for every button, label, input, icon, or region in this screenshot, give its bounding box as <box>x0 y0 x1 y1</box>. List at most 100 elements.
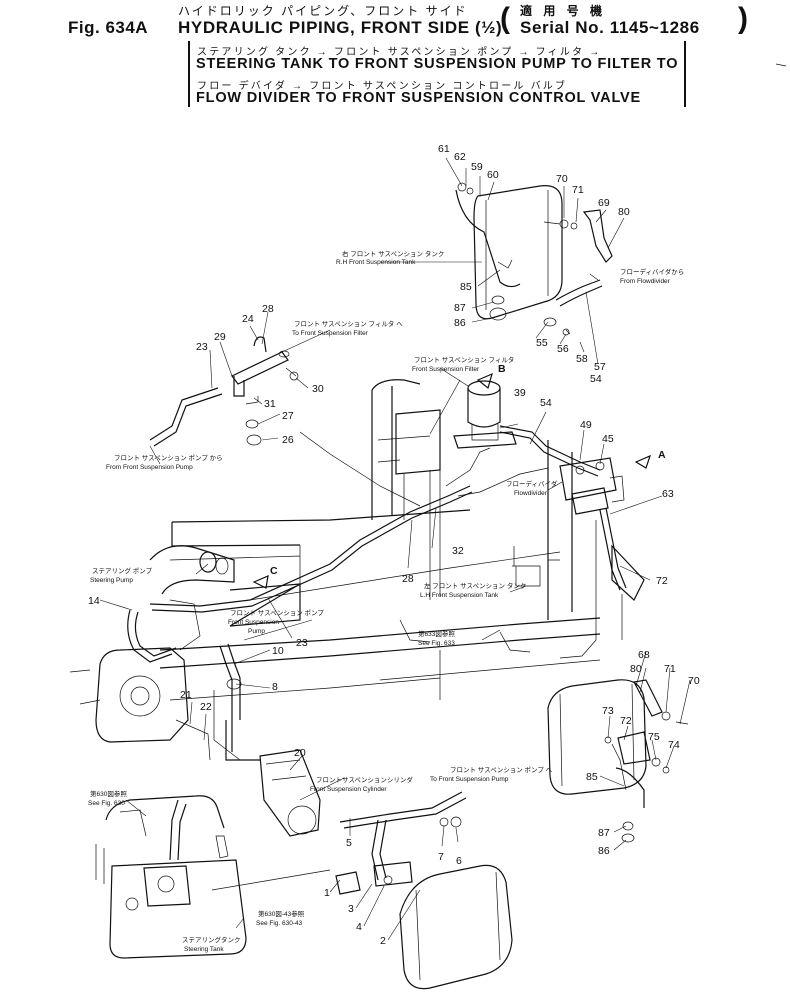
title-kana: ハイドロリック パイピング、フロント サイド <box>178 4 468 18</box>
callout-54-b: 54 <box>540 397 552 409</box>
callout-74: 74 <box>668 739 680 751</box>
callout-6: 6 <box>456 855 462 867</box>
note-fig630-en: See Fig. 630 <box>88 800 125 807</box>
callout-72-b: 72 <box>620 715 632 727</box>
view-label-c: C <box>270 565 278 577</box>
callout-26: 26 <box>282 434 294 446</box>
callout-30: 30 <box>312 383 324 395</box>
callout-72: 72 <box>656 575 668 587</box>
steering-pump <box>127 545 235 663</box>
callout-56: 56 <box>557 343 569 355</box>
callout-87-b: 87 <box>598 827 610 839</box>
note-fig630-43-en: See Fig. 630-43 <box>256 920 303 927</box>
callout-45: 45 <box>602 433 614 445</box>
callout-61: 61 <box>438 143 450 155</box>
callout-70-b: 70 <box>688 675 700 687</box>
callout-2: 2 <box>380 935 386 947</box>
callout-58: 58 <box>576 353 588 365</box>
note-fs-cylinder-jp: フロントサスペンションシリンダ <box>316 775 413 784</box>
note-from-pump-en: From Front Suspension Pump <box>106 464 193 471</box>
callout-31: 31 <box>264 398 276 410</box>
callout-80: 80 <box>618 206 630 218</box>
callout-14: 14 <box>88 595 100 607</box>
callout-8: 8 <box>272 681 278 693</box>
subtitle-kana-2: フロー デバイダ → フロント サスペンション コントロール バルブ <box>197 81 568 92</box>
figure-number: Fig. 634A <box>68 18 149 37</box>
note-rh-tank-jp: 右 フロント サスペンション タンク <box>342 249 444 258</box>
stray-mark <box>775 63 787 67</box>
callout-32: 32 <box>452 545 464 557</box>
filter-support-column <box>371 379 441 600</box>
callout-7: 7 <box>438 851 444 863</box>
clamp-assembly-24-28 <box>231 336 299 446</box>
callout-71-b: 71 <box>664 663 676 675</box>
note-fig630-43-jp: 第630図-43参照 <box>258 909 305 918</box>
callout-71: 71 <box>572 184 584 196</box>
subtitle-line-1: STEERING TANK TO FRONT SUSPENSION PUMP T… <box>196 56 679 72</box>
page-title: HYDRAULIC PIPING, FRONT SIDE (½) <box>178 18 503 37</box>
engine-block <box>69 647 211 761</box>
note-fs-pump-en-1: Front Suspension <box>228 619 279 626</box>
note-flowdivider-jp: フローディバイダ <box>506 479 558 488</box>
note-to-pump-jp: フロント サスペンション ポンプ へ <box>450 766 553 774</box>
callout-49: 49 <box>580 419 592 431</box>
note-steering-tank-jp: ステアリングタンク <box>182 935 241 944</box>
view-label-b: B <box>498 363 506 375</box>
callout-20: 20 <box>294 747 306 759</box>
note-steering-pump-en: Steering Pump <box>90 577 133 584</box>
pipes-8-10 <box>213 643 260 761</box>
callout-63: 63 <box>662 488 674 500</box>
note-fs-pump-en-2: Pump <box>248 628 265 635</box>
note-to-filter-en: To Front Suspension Filter <box>292 330 369 337</box>
callout-86-b: 86 <box>598 845 610 857</box>
callout-10: 10 <box>272 645 284 657</box>
lower-front-suspension-tank <box>399 864 513 990</box>
note-fs-pump-jp: フロント サスペンション ポンプ <box>230 609 324 617</box>
serial-number: Serial No. 1145~1286 <box>520 18 700 37</box>
bracket-69-assembly <box>543 209 613 263</box>
note-flowdivider-en: Flowdivider <box>514 490 548 497</box>
callout-3: 3 <box>348 903 354 915</box>
note-lh-tank-en: L.H Front Suspension Tank <box>420 592 499 599</box>
callout-73: 73 <box>602 705 614 717</box>
callout-28-b: 28 <box>402 573 414 585</box>
subtitle-line-2: FLOW DIVIDER TO FRONT SUSPENSION CONTROL… <box>196 90 641 106</box>
subtitle-left-bar <box>188 41 190 107</box>
flowdivider <box>559 457 625 515</box>
callout-87: 87 <box>454 302 466 314</box>
subtitle-kana-1: ステアリング タンク → フロント サスペンション ポンプ → フィルタ → <box>197 47 602 58</box>
annotation-notes: 右 フロント サスペンション タンク R.H Front Suspension … <box>88 249 684 953</box>
view-arrows <box>252 372 651 589</box>
chassis-frame <box>159 440 601 701</box>
serial-close-bracket: ) <box>738 2 748 35</box>
callout-85: 85 <box>460 281 472 293</box>
note-to-filter-jp: フロント サスペンション フィルタ へ <box>294 319 403 328</box>
callout-29: 29 <box>214 331 226 343</box>
note-from-flowdivider-en: From Flowdivider <box>620 278 671 285</box>
note-from-pump-jp: フロント サスペンション ポンプ から <box>114 454 223 462</box>
leader-lines <box>99 157 691 941</box>
callout-labels: 61 62 59 60 70 71 69 80 85 87 86 55 56 5… <box>88 143 700 947</box>
front-suspension-filter <box>453 380 517 449</box>
callout-23-b: 23 <box>296 637 308 649</box>
hose-54-upper <box>543 279 603 336</box>
subtitle-right-bar <box>684 41 686 107</box>
callout-68: 68 <box>638 649 650 661</box>
callout-80-b: 80 <box>630 663 642 675</box>
callout-27: 27 <box>282 410 294 422</box>
note-fig633-en: See Fig. 633 <box>418 640 455 647</box>
callout-59: 59 <box>471 161 483 173</box>
callout-69: 69 <box>598 197 610 209</box>
callout-57: 57 <box>594 361 606 373</box>
note-steering-pump-jp: ステアリング ポンプ <box>92 566 153 575</box>
rh-front-suspension-tank <box>455 182 563 321</box>
serial-open-bracket: ( <box>500 2 510 35</box>
callout-5: 5 <box>346 837 352 849</box>
steering-tank <box>95 795 247 959</box>
pipe-5-to-pump <box>211 791 467 895</box>
callout-86: 86 <box>454 317 466 329</box>
view-label-a: A <box>658 449 666 461</box>
note-filter-en: Front Suspension Filter <box>412 366 480 373</box>
note-lh-tank-jp: 左 フロント サスペンション タンク <box>424 581 526 590</box>
